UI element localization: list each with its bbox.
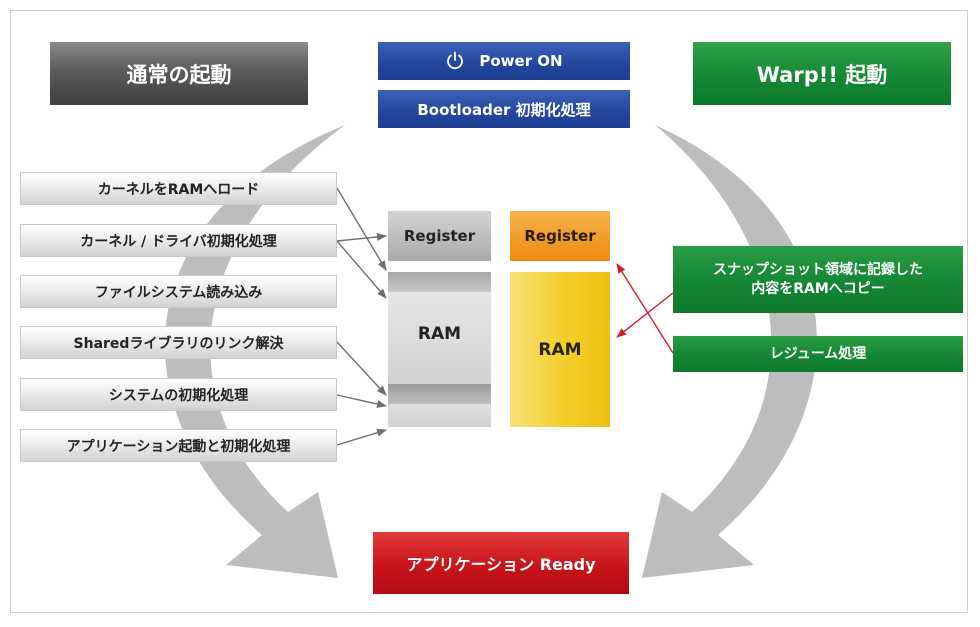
normal-step-5: システムの初期化処理 <box>20 378 337 411</box>
normal-boot-title-label: 通常の起動 <box>126 62 232 87</box>
warp-step-resume: レジューム処理 <box>673 336 963 372</box>
bootloader-label: Bootloader 初期化処理 <box>417 100 591 119</box>
register-warp: Register <box>510 211 610 261</box>
connector-step2-register <box>336 232 387 242</box>
normal-step-label: Sharedライブラリのリンク解決 <box>73 335 284 352</box>
normal-step-label: カーネルをRAMへロード <box>97 181 260 198</box>
connector-step2-ram <box>336 240 387 299</box>
normal-step-label: カーネル / ドライバ初期化処理 <box>80 233 277 250</box>
warp-boot-flow-arrow <box>642 125 817 578</box>
warp-boot-title: Warp!! 起動 <box>693 42 951 105</box>
warp-step-resume-label: レジューム処理 <box>769 345 867 362</box>
normal-step-label: ファイルシステム読み込み <box>94 284 263 301</box>
app-ready-label: アプリケーション Ready <box>406 555 596 574</box>
warp-step-snapshot-line2: 内容をRAMへコピー <box>751 280 885 297</box>
connector-step1 <box>336 187 387 271</box>
normal-step-4: Sharedライブラリのリンク解決 <box>20 326 337 359</box>
app-ready-box: アプリケーション Ready <box>373 532 629 594</box>
normal-boot-title: 通常の起動 <box>50 42 308 105</box>
warp-boot-title-label: Warp!! 起動 <box>756 62 888 87</box>
register-normal: Register <box>388 211 491 261</box>
register-normal-label: Register <box>403 227 476 245</box>
connector-step5 <box>336 394 387 408</box>
normal-step-label: システムの初期化処理 <box>108 387 249 404</box>
connector-step6 <box>336 428 387 446</box>
connector-resume-register <box>616 263 674 354</box>
ram-normal-label: RAM <box>417 324 462 344</box>
power-on-label: Power ON <box>479 52 563 70</box>
ram-normal: RAM <box>388 272 491 427</box>
warp-step-snapshot-line1: スナップショット領域に記録した <box>713 261 923 278</box>
connector-snapshot-ram <box>616 292 674 338</box>
power-on-box: Power ON <box>378 42 630 80</box>
bootloader-box: Bootloader 初期化処理 <box>378 90 630 128</box>
normal-step-label: アプリケーション起動と初期化処理 <box>66 438 291 455</box>
power-icon <box>447 51 464 70</box>
ram-warp: RAM <box>510 272 610 427</box>
warp-step-snapshot: スナップショット領域に記録した 内容をRAMへコピー <box>673 246 963 313</box>
normal-step-6: アプリケーション起動と初期化処理 <box>20 429 337 462</box>
normal-step-2: カーネル / ドライバ初期化処理 <box>20 224 337 257</box>
normal-step-1: カーネルをRAMへロード <box>20 172 337 205</box>
register-warp-label: Register <box>524 227 596 245</box>
connector-step4 <box>336 341 387 396</box>
ram-warp-label: RAM <box>538 339 582 360</box>
normal-step-3: ファイルシステム読み込み <box>20 275 337 308</box>
